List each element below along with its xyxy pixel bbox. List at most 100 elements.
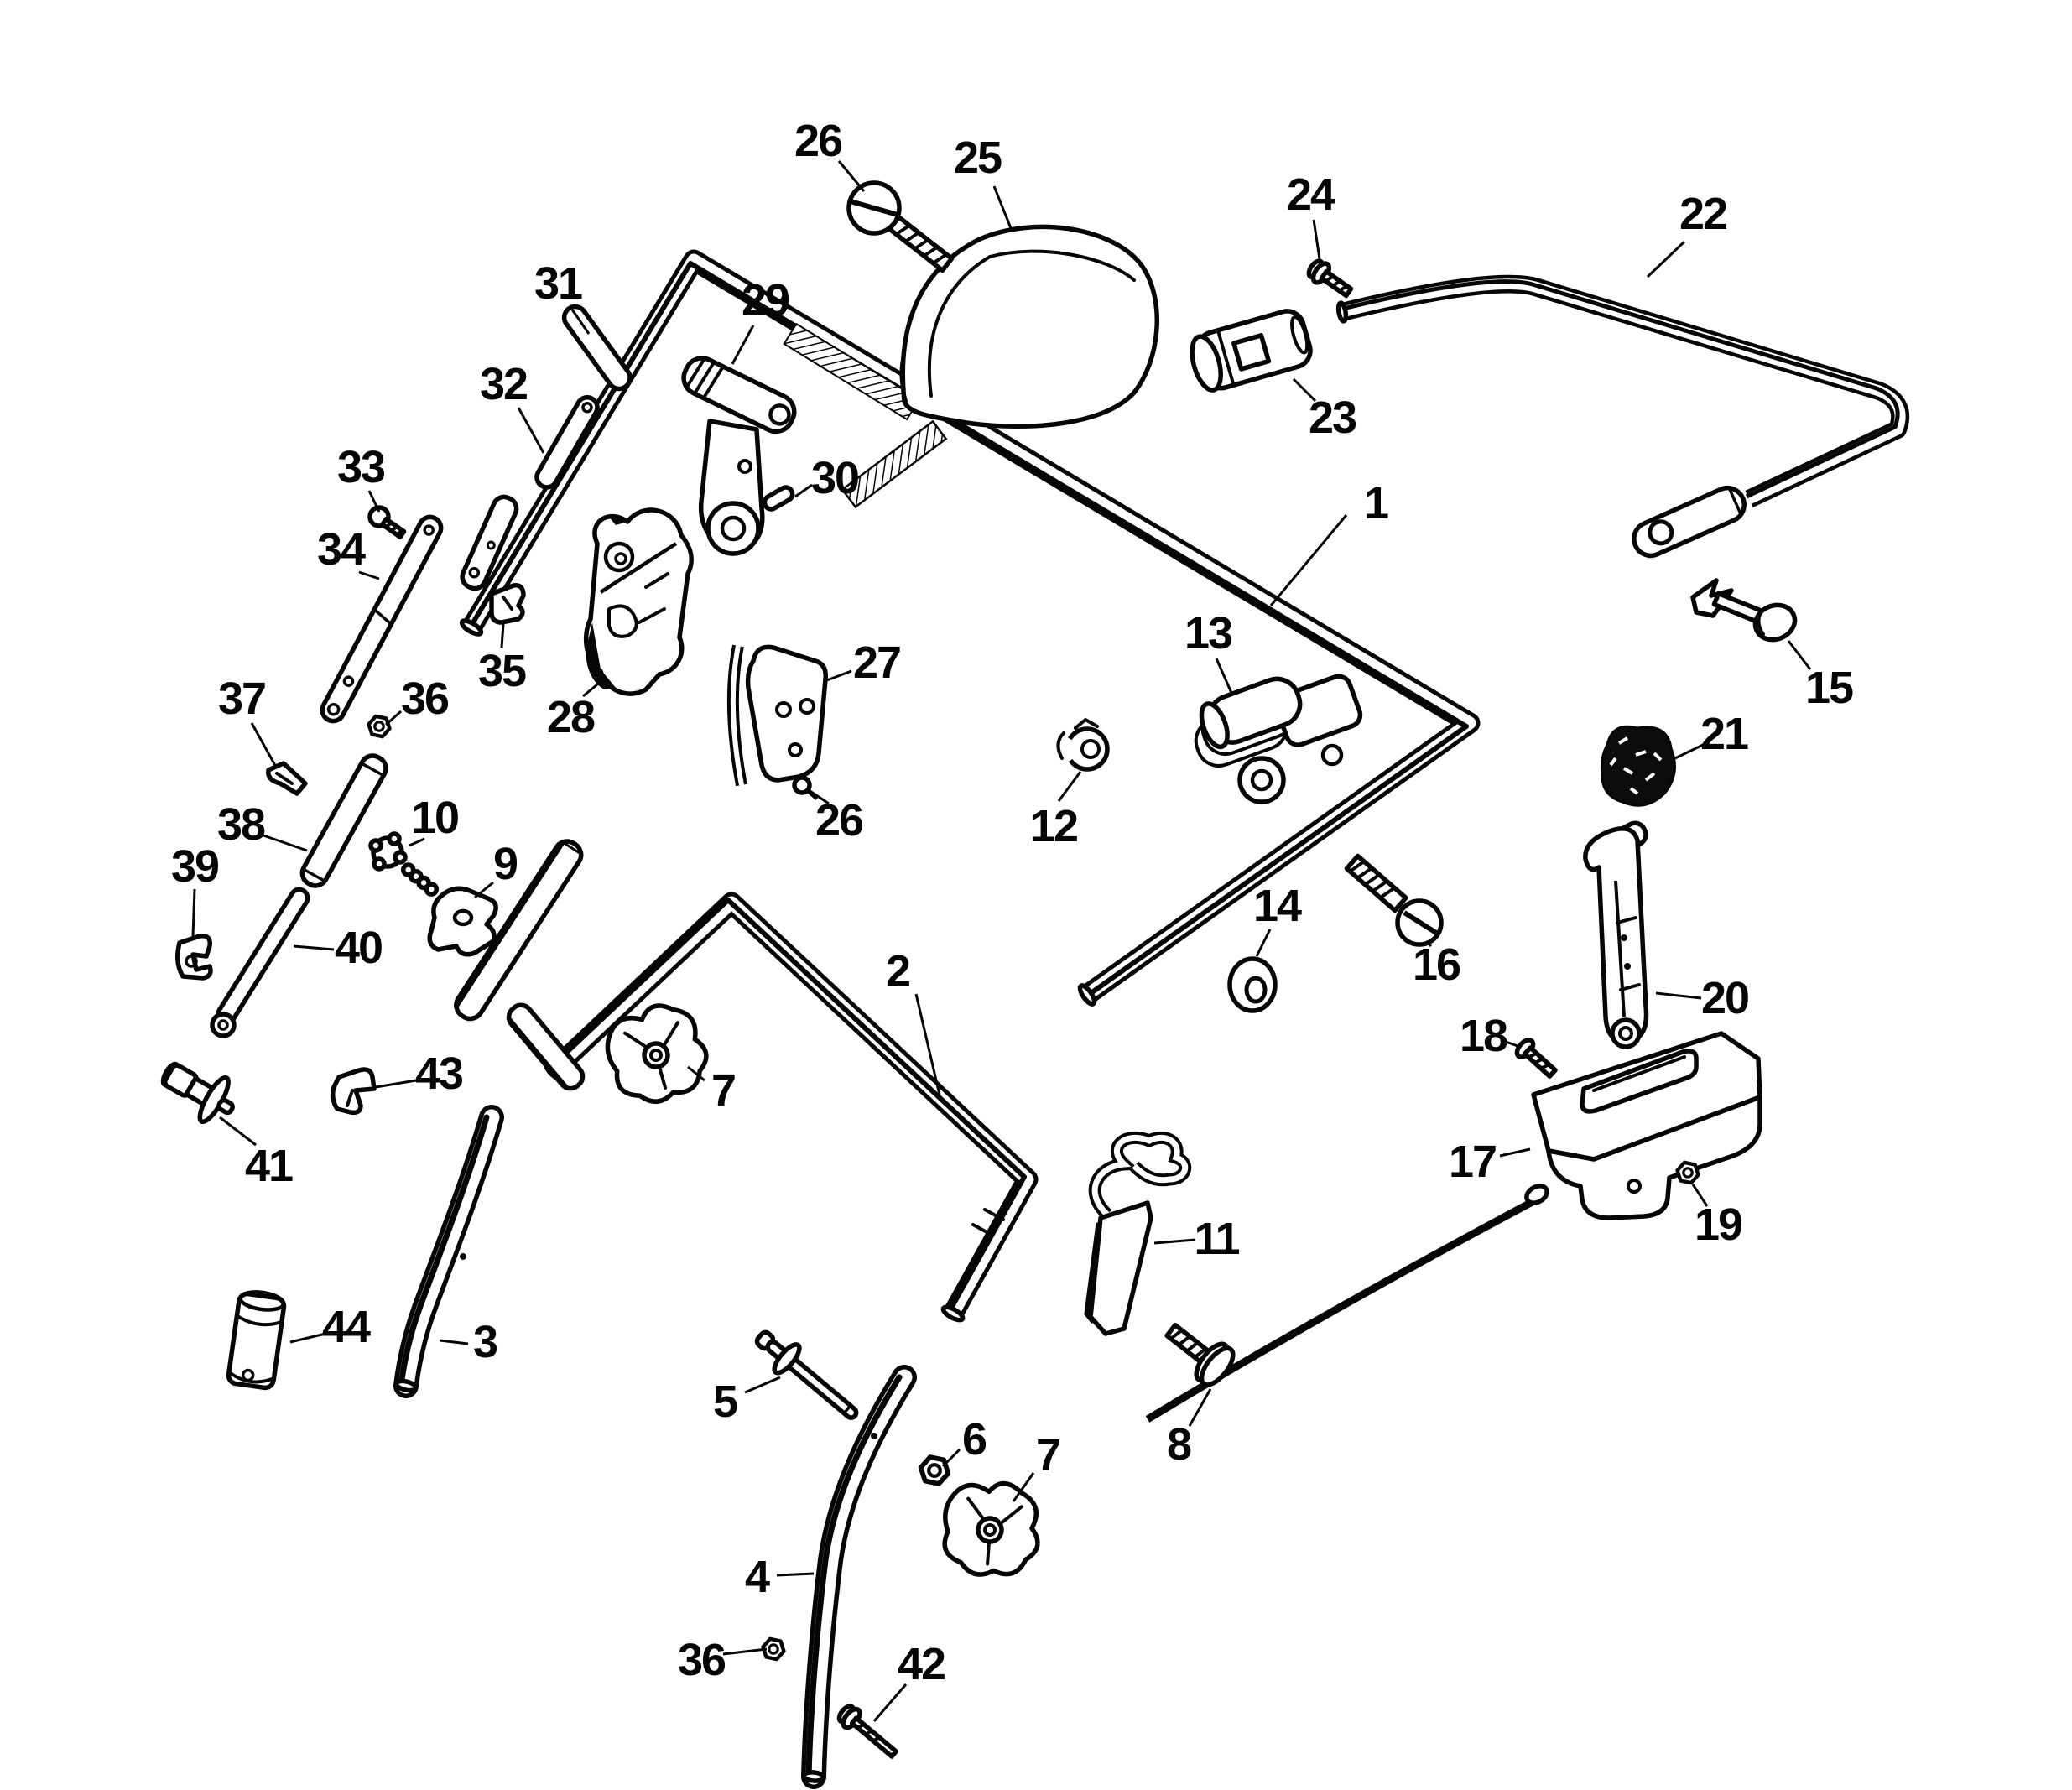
bail-tube-22 bbox=[1335, 274, 1910, 559]
rod-32 bbox=[460, 394, 600, 591]
plate-screw-26 bbox=[792, 775, 819, 800]
part-label-13: 13 bbox=[1184, 608, 1233, 658]
leader-line-33 bbox=[367, 490, 381, 513]
leader-line-40 bbox=[293, 944, 335, 951]
part-label-32: 32 bbox=[479, 359, 528, 409]
lower-handle-tube-2 bbox=[543, 892, 1039, 1323]
flange-bolt-41 bbox=[160, 1061, 235, 1125]
part-label-34: 34 bbox=[316, 524, 366, 575]
part-label-14: 14 bbox=[1252, 881, 1302, 931]
upper-handle-tube-1 bbox=[459, 249, 1481, 1007]
leader-line-39 bbox=[191, 888, 196, 937]
part-label-10: 10 bbox=[410, 793, 460, 843]
leader-line-18 bbox=[1505, 1040, 1521, 1049]
leader-line-12 bbox=[1057, 771, 1082, 802]
part-label-25: 25 bbox=[953, 133, 1002, 183]
part-label-11: 11 bbox=[1194, 1214, 1240, 1264]
part-label-18: 18 bbox=[1459, 1011, 1508, 1061]
grip-screw-26 bbox=[846, 180, 955, 273]
leader-line-26 bbox=[837, 160, 866, 192]
wing-knob-7b bbox=[933, 1471, 1050, 1587]
screw-10 bbox=[368, 831, 440, 897]
part-label-7: 7 bbox=[711, 1065, 737, 1116]
part-label-36: 36 bbox=[400, 674, 450, 724]
hook-rod-11 bbox=[1084, 1131, 1192, 1336]
cable-clamp-9 bbox=[427, 886, 498, 957]
leader-line-43 bbox=[375, 1079, 417, 1089]
part-label-19: 19 bbox=[1694, 1199, 1743, 1250]
leader-line-26 bbox=[808, 788, 830, 805]
leader-line-10 bbox=[409, 837, 425, 847]
leader-line-30 bbox=[794, 483, 813, 498]
spacer-44 bbox=[226, 1290, 287, 1391]
leader-line-41 bbox=[219, 1116, 257, 1147]
part-label-33: 33 bbox=[336, 442, 386, 492]
leader-line-9 bbox=[474, 881, 494, 899]
leader-line-22 bbox=[1646, 240, 1686, 278]
part-label-30: 30 bbox=[810, 453, 860, 503]
leader-line-11 bbox=[1153, 1238, 1196, 1245]
part-label-28: 28 bbox=[546, 692, 596, 742]
leader-line-6 bbox=[941, 1448, 961, 1468]
hook-screw-37 bbox=[266, 761, 308, 796]
leader-line-35 bbox=[500, 623, 505, 648]
grommet-14 bbox=[1227, 956, 1278, 1013]
strap-34 bbox=[320, 514, 444, 724]
leader-line-7 bbox=[687, 1065, 705, 1082]
leader-line-21 bbox=[1674, 743, 1704, 760]
part-label-22: 22 bbox=[1679, 189, 1728, 239]
part-label-7: 7 bbox=[1035, 1430, 1061, 1480]
part-label-3: 3 bbox=[472, 1317, 498, 1367]
screw-8 bbox=[1164, 1322, 1236, 1387]
part-label-23: 23 bbox=[1308, 393, 1357, 443]
leader-lines bbox=[191, 160, 1812, 1722]
part-label-17: 17 bbox=[1448, 1137, 1497, 1187]
part-label-9: 9 bbox=[492, 839, 518, 889]
leader-line-23 bbox=[1292, 377, 1317, 403]
part-label-20: 20 bbox=[1700, 973, 1750, 1023]
pin-30 bbox=[762, 485, 795, 512]
nut-19 bbox=[1678, 1163, 1699, 1183]
part-label-36: 36 bbox=[677, 1635, 726, 1685]
bracket-28 bbox=[583, 507, 694, 696]
part-label-26: 26 bbox=[794, 116, 843, 166]
rod-31 bbox=[561, 304, 633, 392]
leader-line-44 bbox=[289, 1332, 326, 1344]
leader-line-17 bbox=[1499, 1147, 1531, 1158]
leader-line-1 bbox=[1269, 514, 1348, 606]
part-label-2: 2 bbox=[885, 946, 911, 996]
part-label-4: 4 bbox=[744, 1552, 770, 1602]
screw-42 bbox=[836, 1704, 898, 1759]
part-label-26: 26 bbox=[815, 795, 864, 846]
rod-38-40 bbox=[210, 753, 388, 1038]
leader-line-3 bbox=[439, 1339, 469, 1345]
shift-lever-20 bbox=[1583, 820, 1649, 1049]
leader-line-34 bbox=[358, 570, 380, 580]
lower-left-handle-tube-3 bbox=[393, 1105, 504, 1398]
leader-line-16 bbox=[1424, 939, 1433, 948]
leader-line-5 bbox=[744, 1376, 781, 1394]
part-label-15: 15 bbox=[1804, 663, 1854, 713]
part-label-35: 35 bbox=[477, 646, 527, 696]
screw-33 bbox=[367, 505, 407, 539]
part-label-39: 39 bbox=[170, 841, 220, 892]
leader-line-8 bbox=[1188, 1388, 1212, 1427]
handle-tube-section bbox=[453, 839, 584, 1022]
part-label-16: 16 bbox=[1412, 939, 1461, 990]
pin-bolt-5 bbox=[754, 1329, 859, 1420]
screw-18 bbox=[1514, 1038, 1558, 1079]
part-label-12: 12 bbox=[1029, 801, 1079, 851]
clip-39 bbox=[175, 934, 213, 981]
leader-line-31 bbox=[569, 306, 591, 335]
cable-lever-29 bbox=[681, 356, 797, 556]
part-label-21: 21 bbox=[1700, 709, 1749, 759]
pivot-fitting-23 bbox=[1190, 309, 1313, 393]
part-label-42: 42 bbox=[897, 1639, 946, 1689]
part-label-31: 31 bbox=[534, 258, 583, 309]
part-label-38: 38 bbox=[216, 799, 266, 850]
handle-sleeve bbox=[506, 1002, 586, 1091]
part-label-8: 8 bbox=[1166, 1419, 1192, 1470]
clip-43 bbox=[330, 1067, 377, 1116]
